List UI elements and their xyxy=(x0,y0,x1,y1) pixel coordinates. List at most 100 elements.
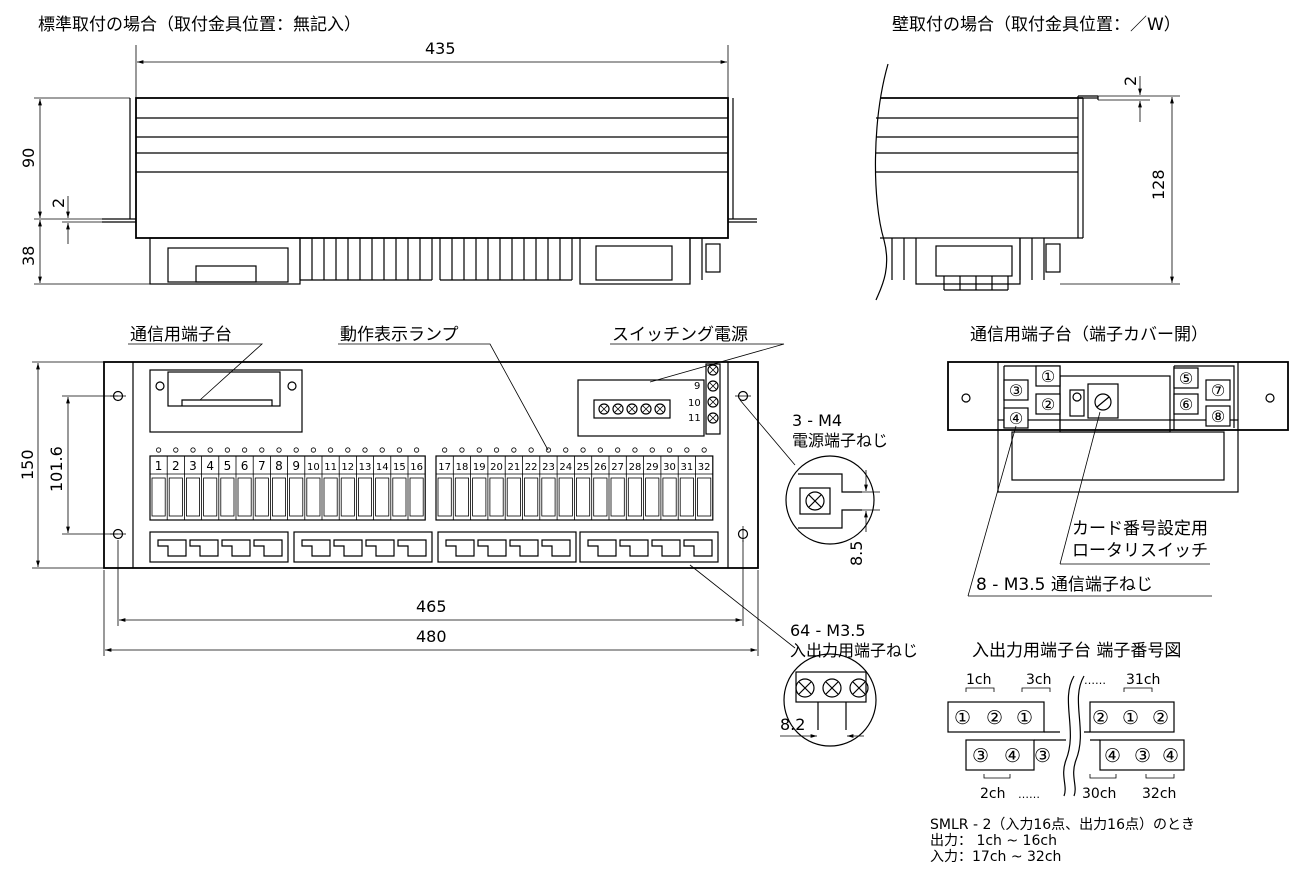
standard-side-view: 435 90 2 38 xyxy=(19,39,757,285)
io-map-b4: ④ xyxy=(1104,745,1121,767)
wall-side-view: 2 128 xyxy=(874,63,1180,301)
channel-label-18: 18 xyxy=(456,462,469,473)
channel-label-5: 5 xyxy=(224,459,232,473)
io-map-t4: ② xyxy=(1092,707,1109,729)
dim-8-5: 8.5 xyxy=(847,541,866,566)
channel-label-25: 25 xyxy=(577,462,590,473)
dim-2-wall: 2 xyxy=(1121,76,1140,86)
channel-label-3: 3 xyxy=(189,459,197,473)
psu-screw xyxy=(640,403,652,415)
dim-465: 465 xyxy=(416,597,447,616)
dim-8-2: 8.2 xyxy=(780,715,805,734)
channel-label-4: 4 xyxy=(206,459,214,473)
lamp-18 xyxy=(459,447,465,453)
lamp-5 xyxy=(224,447,230,453)
lamp-13 xyxy=(362,447,368,453)
lamp-14 xyxy=(379,447,385,453)
channel-label-14: 14 xyxy=(376,462,389,473)
io-map-b2: ④ xyxy=(1004,745,1021,767)
io-terminal-block xyxy=(579,531,719,563)
channel-label-1: 1 xyxy=(155,459,163,473)
psu-screw xyxy=(598,403,610,415)
io-map-t6: ② xyxy=(1152,707,1169,729)
io-map-title: 入出力用端子台 端子番号図 xyxy=(972,641,1181,661)
lamp-21 xyxy=(511,447,517,453)
comm-terminal-5: ⑤ xyxy=(1179,369,1193,388)
channel-label-10: 10 xyxy=(307,462,320,473)
power-screw-count: 3 - M4 xyxy=(792,411,842,430)
io-terminal-block xyxy=(293,531,433,563)
comm-terminal-2: ② xyxy=(1041,395,1055,414)
lamp-24 xyxy=(563,447,569,453)
io-map-t2: ② xyxy=(986,707,1003,729)
io-map-t3: ① xyxy=(1016,707,1033,729)
channel-label-15: 15 xyxy=(393,462,406,473)
ch-2: 2ch xyxy=(980,786,1005,802)
ch-1: 1ch xyxy=(966,672,991,688)
dim-101-6: 101.6 xyxy=(47,446,66,492)
lamp-2 xyxy=(173,447,179,453)
channel-label-16: 16 xyxy=(410,462,423,473)
lamp-31 xyxy=(684,447,690,453)
lamp-19 xyxy=(476,447,482,453)
io-map-t1: ① xyxy=(954,707,971,729)
io-screw-detail: 64 - M3.5 入出力用端子ねじ 8.2 xyxy=(780,621,918,747)
psu-screw xyxy=(612,403,624,415)
channel-label-20: 20 xyxy=(490,462,503,473)
lamp-22 xyxy=(528,447,534,453)
io-screw-label: 入出力用端子ねじ xyxy=(790,641,918,660)
channel-label-12: 12 xyxy=(341,462,354,473)
rotary-label-1: カード番号設定用 xyxy=(1072,519,1208,539)
lamp-7 xyxy=(259,447,265,453)
lamp-4 xyxy=(207,447,213,453)
io-map-b5: ③ xyxy=(1134,745,1151,767)
io-screw-count: 64 - M3.5 xyxy=(790,621,866,640)
channel-label-7: 7 xyxy=(258,459,266,473)
title-standard: 標準取付の場合（取付金具位置：無記入） xyxy=(38,15,361,35)
lamp-12 xyxy=(345,447,351,453)
io-terminal-map: 入出力用端子台 端子番号図 1ch 3ch …… 31ch ① ② ① ② ① … xyxy=(947,641,1185,802)
channel-label-19: 19 xyxy=(473,462,486,473)
ch-30: 30ch xyxy=(1082,786,1116,802)
lamp-28 xyxy=(632,447,638,453)
ch-3: 3ch xyxy=(1026,672,1051,688)
comm-screw-label: 8 - M3.5 通信端子ねじ xyxy=(976,575,1153,595)
dots-bottom: …… xyxy=(1018,788,1040,801)
lamp-10 xyxy=(310,447,316,453)
lamp-32 xyxy=(701,447,707,453)
comm-terminal-1: ① xyxy=(1041,367,1055,386)
lamp-1 xyxy=(156,447,162,453)
comm-terminal-4: ④ xyxy=(1009,409,1023,428)
lamp-25 xyxy=(580,447,586,453)
channel-label-32: 32 xyxy=(698,462,711,473)
psu-term-9: 9 xyxy=(694,381,700,392)
lamp-27 xyxy=(615,447,621,453)
io-terminal-block xyxy=(149,531,289,563)
power-screw-detail: 3 - M4 電源端子ねじ 8.5 xyxy=(785,411,888,566)
dots-top: …… xyxy=(1084,674,1106,687)
lamp-30 xyxy=(666,447,673,453)
psu-term-10: 10 xyxy=(688,398,701,409)
channel-label-21: 21 xyxy=(507,462,520,473)
channel-label-17: 17 xyxy=(438,462,451,473)
channel-label-30: 30 xyxy=(663,462,676,473)
channel-label-6: 6 xyxy=(241,459,249,473)
psu-term-screw xyxy=(707,412,719,424)
io-terminal-block xyxy=(437,531,577,563)
channel-label-2: 2 xyxy=(172,459,180,473)
psu-screw xyxy=(654,403,666,415)
lamp-11 xyxy=(327,447,334,453)
dim-150: 150 xyxy=(18,449,37,480)
dim-128: 128 xyxy=(1149,169,1168,200)
note-line-3: 入力：17ch ~ 32ch xyxy=(930,849,1061,865)
dim-480: 480 xyxy=(416,627,447,646)
comm-terminal-7: ⑦ xyxy=(1211,381,1225,400)
psu-term-screw xyxy=(707,380,719,392)
lamp-26 xyxy=(597,447,603,453)
io-map-t5: ① xyxy=(1122,707,1139,729)
lamp-9 xyxy=(293,447,299,453)
comm-terminal-6: ⑥ xyxy=(1179,395,1193,414)
channel-label-29: 29 xyxy=(646,462,659,473)
